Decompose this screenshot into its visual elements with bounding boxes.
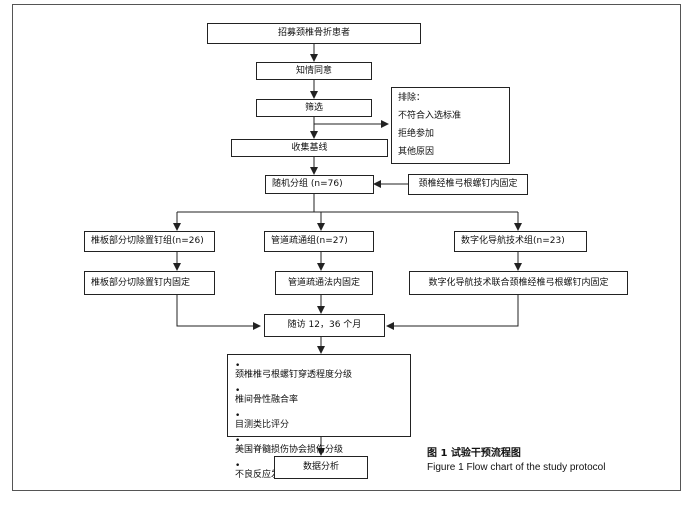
box-fix-b: 管道疏通法内固定 [275,271,373,295]
box-followup: 随访 12，36 个月 [264,314,385,337]
exclusion-title: 排除： [398,93,426,103]
box-exclusion: 排除： 不符合入选标准 拒绝参加 其他原因 [391,87,510,164]
figure-frame [12,4,681,491]
outcome-item: • 目测类比评分 [235,411,290,430]
box-consent: 知情同意 [256,62,372,80]
outcome-item: • 美国脊髓损伤协会损伤分级 [235,436,344,455]
box-analysis: 数据分析 [274,456,368,479]
exclusion-item: 不符合入选标准 [398,111,462,121]
box-randomize: 随机分组 (n=76) [265,175,374,194]
caption-en: Figure 1 Flow chart of the study protoco… [427,462,606,473]
box-fix-c: 数字化导航技术联合颈椎经椎弓根螺钉内固定 [409,271,628,295]
box-group-a: 椎板部分切除置钉组(n=26) [84,231,215,252]
exclusion-item: 拒绝参加 [398,129,435,139]
box-screen: 筛选 [256,99,372,117]
box-method: 颈椎经椎弓根螺钉内固定 [408,174,528,195]
outcome-item: • 颈椎椎弓根螺钉穿透程度分级 [235,361,353,380]
box-group-c: 数字化导航技术组(n=23) [454,231,587,252]
box-outcomes: • 颈椎椎弓根螺钉穿透程度分级 • 椎间骨性融合率 • 目测类比评分 • 美国脊… [227,354,411,480]
arrow-fix-c-followup [386,295,519,330]
box-recruit: 招募颈椎骨折患者 [207,23,421,44]
arrow-fix-a-followup [176,295,261,330]
exclusion-item: 其他原因 [398,147,435,157]
outcome-item: • 不良反应发生率 [235,461,299,480]
outcome-item: • 椎间骨性融合率 [235,386,299,405]
caption-cn: 图 1 试验干预流程图 [427,448,521,459]
box-baseline: 收集基线 [231,139,388,157]
box-group-b: 管道疏通组(n=27) [264,231,374,252]
box-fix-a: 椎板部分切除置钉内固定 [84,271,215,295]
